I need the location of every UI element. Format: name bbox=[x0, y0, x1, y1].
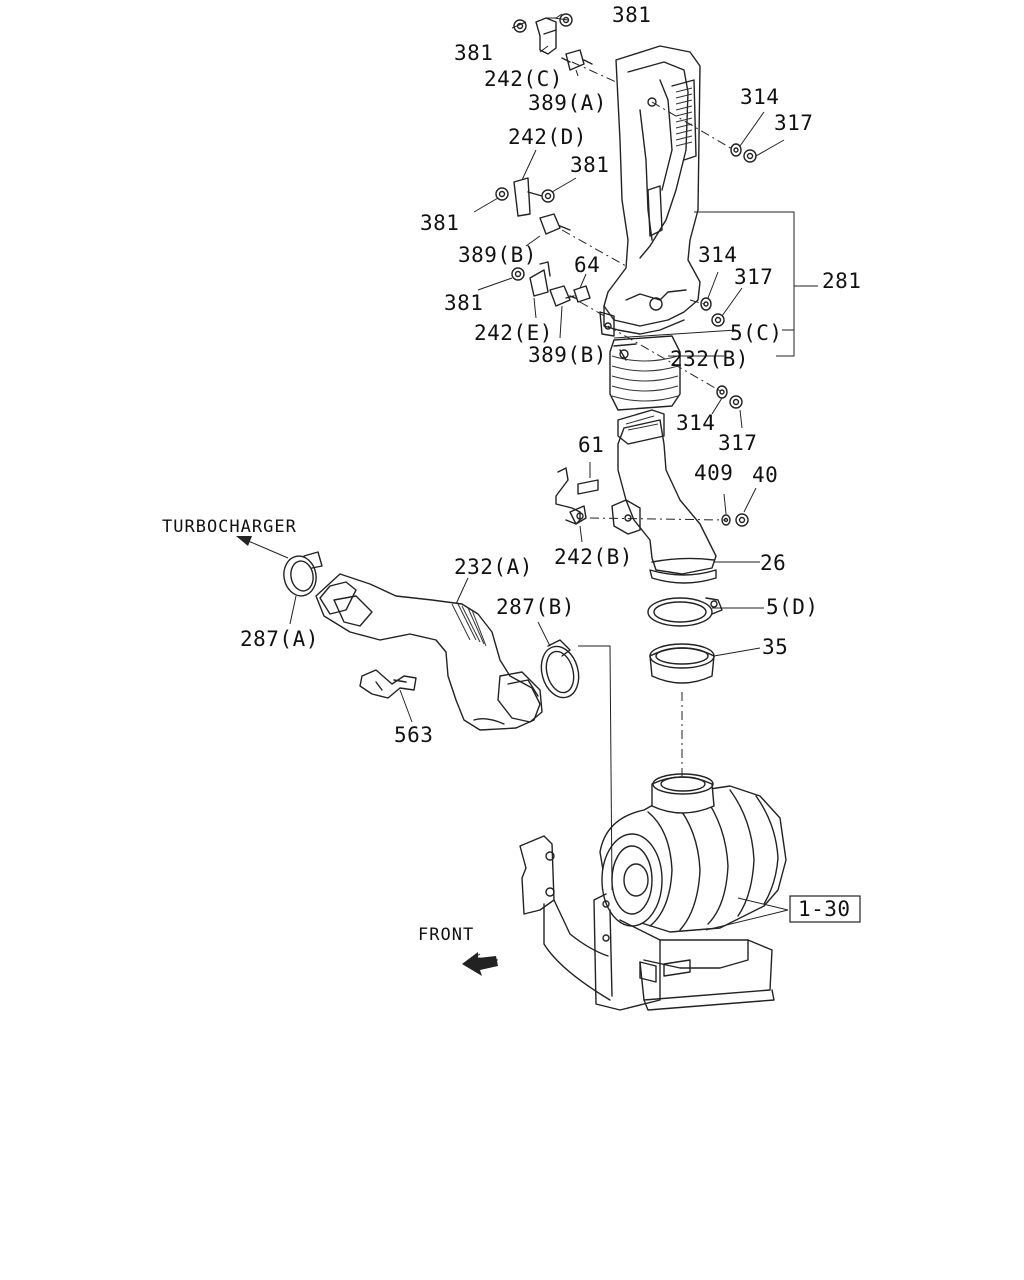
callout-317-low: 317 bbox=[718, 431, 757, 455]
callout-314-mid: 314 bbox=[698, 243, 737, 267]
callout-64: 64 bbox=[574, 253, 600, 277]
callout-314-top: 314 bbox=[740, 85, 779, 109]
callout-232a: 232(A) bbox=[454, 555, 533, 579]
callout-5d: 5(D) bbox=[766, 595, 819, 619]
callout-242c: 242(C) bbox=[484, 67, 563, 91]
callout-5c: 5(C) bbox=[730, 321, 783, 345]
front-arrow-icon bbox=[462, 952, 499, 976]
air-intake-duct bbox=[599, 45, 701, 337]
rubber-collar-35 bbox=[649, 643, 715, 684]
callout-26: 26 bbox=[760, 551, 786, 575]
callout-389b-upper: 389(B) bbox=[458, 243, 537, 267]
small-hardware bbox=[495, 13, 757, 527]
callout-232b: 232(B) bbox=[670, 347, 749, 371]
intake-hose-232a bbox=[315, 573, 543, 731]
callout-389a: 389(A) bbox=[528, 91, 607, 115]
front-label: FRONT bbox=[418, 925, 474, 945]
bracket-563 bbox=[359, 669, 417, 699]
callout-35: 35 bbox=[762, 635, 788, 659]
turbocharger-arrow bbox=[236, 536, 289, 559]
callout-381-mid-right: 381 bbox=[570, 153, 609, 177]
callout-381-top-left: 381 bbox=[454, 41, 493, 65]
callout-563: 563 bbox=[394, 723, 433, 747]
bellows-hose-232b bbox=[609, 335, 681, 411]
callout-281: 281 bbox=[822, 269, 861, 293]
callout-242d: 242(D) bbox=[508, 125, 587, 149]
callout-242e: 242(E) bbox=[474, 321, 553, 345]
bracket-242b bbox=[555, 467, 599, 525]
clamp-287b bbox=[540, 639, 580, 699]
turbocharger-label: TURBOCHARGER bbox=[162, 517, 297, 537]
callout-317-mid: 317 bbox=[734, 265, 773, 289]
callout-labels: 381 381 242(C) 389(A) 314 317 242(D) 381… bbox=[162, 3, 861, 945]
callout-389b-lower: 389(B) bbox=[528, 343, 607, 367]
clamp-287a bbox=[283, 551, 323, 597]
callout-409: 409 bbox=[694, 461, 733, 485]
callout-317-top: 317 bbox=[774, 111, 813, 135]
elbow-hose-26 bbox=[611, 409, 717, 584]
leader-lines bbox=[289, 13, 818, 931]
callout-242b: 242(B) bbox=[554, 545, 633, 569]
reference-box-label: 1-30 bbox=[798, 897, 851, 921]
callout-381-mid-left: 381 bbox=[420, 211, 459, 235]
callout-381-lower: 381 bbox=[444, 291, 483, 315]
callout-287a: 287(A) bbox=[240, 627, 319, 651]
callout-287b: 287(B) bbox=[496, 595, 575, 619]
reference-box bbox=[789, 895, 861, 923]
callout-61: 61 bbox=[578, 433, 604, 457]
clamp-5d bbox=[647, 597, 723, 627]
air-cleaner bbox=[519, 773, 787, 1011]
callout-381-top-right: 381 bbox=[612, 3, 651, 27]
callout-314-low: 314 bbox=[676, 411, 715, 435]
callout-40: 40 bbox=[752, 463, 778, 487]
